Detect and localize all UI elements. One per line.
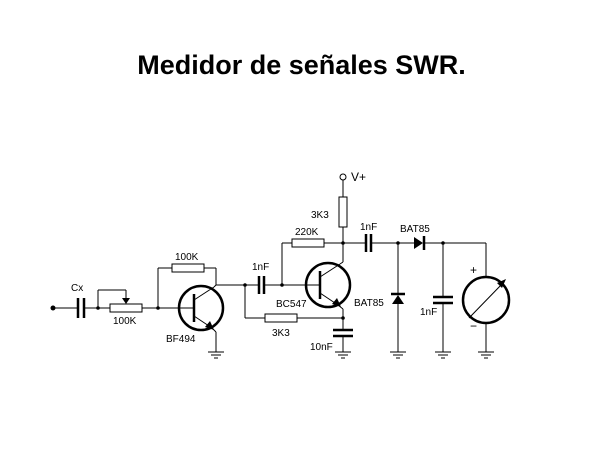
- label-pot: 100K: [113, 316, 137, 327]
- label-meter-minus: −: [470, 319, 477, 333]
- resistor-220k: [281, 238, 343, 285]
- capacitor-cx: [76, 298, 86, 318]
- diode-bat85-series: [398, 236, 443, 250]
- ground-q2: [335, 351, 351, 359]
- ground-q1: [208, 351, 224, 359]
- capacitor-1nf-filter: [433, 243, 453, 352]
- transistor-q1: [158, 284, 225, 352]
- ground-meter: [478, 351, 494, 359]
- label-r-3k3-bottom: 3K3: [272, 328, 290, 339]
- label-r-100k: 100K: [175, 252, 199, 263]
- capacitor-1nf-output: [343, 234, 398, 252]
- label-d-bat85-a: BAT85: [400, 224, 430, 235]
- label-c-1nf-b: 1nF: [360, 222, 377, 233]
- label-meter-plus: +: [470, 263, 477, 277]
- label-r-220k: 220K: [295, 227, 319, 238]
- ground-diode: [390, 351, 406, 359]
- label-c-1nf-a: 1nF: [252, 262, 269, 273]
- label-q2: BC547: [276, 299, 307, 310]
- supply-terminal: [339, 173, 347, 197]
- input-terminal: [50, 305, 77, 311]
- label-cx: Cx: [71, 283, 83, 294]
- label-c-1nf-c: 1nF: [420, 307, 437, 318]
- potentiometer-100k: [97, 289, 158, 313]
- diagram-title: Medidor de señales SWR.: [137, 50, 466, 80]
- resistor-100k-feedback: [157, 263, 217, 308]
- resistor-3k3-top: [338, 196, 348, 262]
- label-q1: BF494: [166, 334, 196, 345]
- resistor-3k3-bottom: [244, 285, 343, 323]
- label-c-10nf: 10nF: [310, 342, 333, 353]
- meter: [443, 242, 511, 352]
- label-d-bat85-b: BAT85: [354, 298, 384, 309]
- ground-filter: [435, 351, 451, 359]
- label-vplus: V+: [351, 170, 366, 184]
- capacitor-1nf-coupling: [245, 276, 282, 294]
- label-r-3k3-top: 3K3: [311, 210, 329, 221]
- diode-bat85-shunt: [391, 243, 405, 352]
- transistor-q2: [282, 261, 352, 318]
- capacitor-10nf: [333, 318, 353, 352]
